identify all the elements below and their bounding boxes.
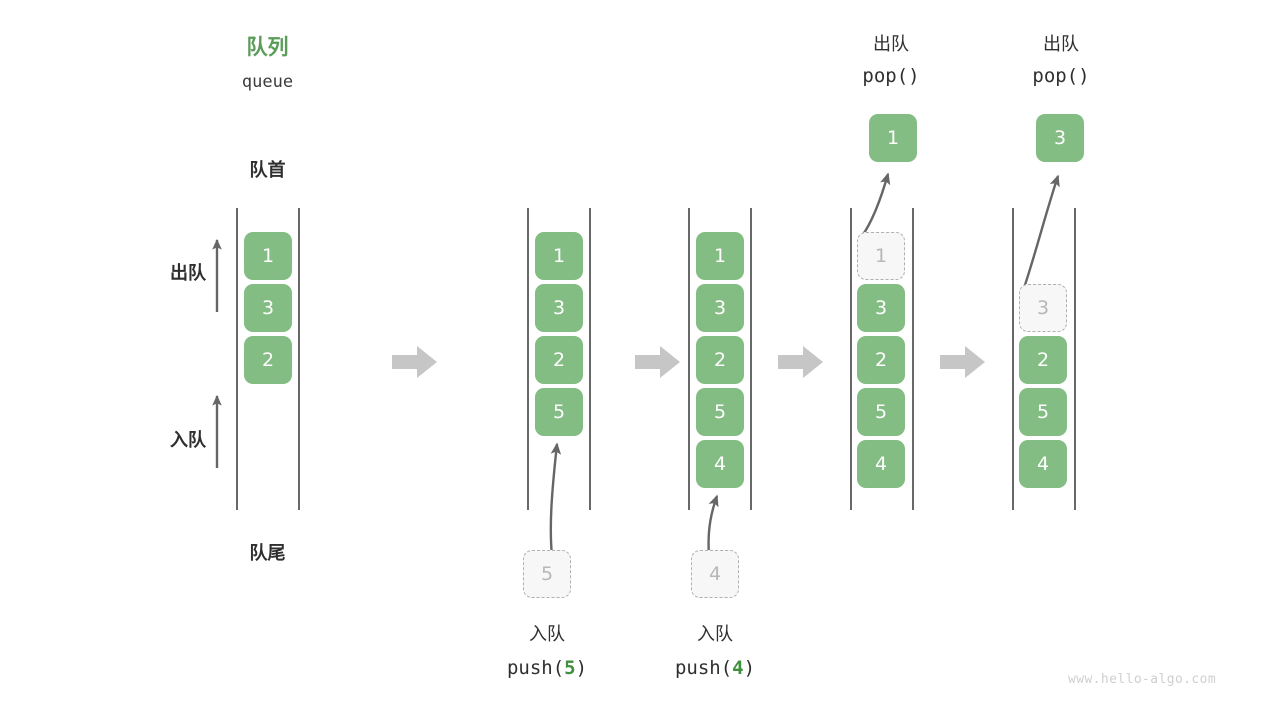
figure-title-cn: 队列 bbox=[246, 35, 289, 59]
queue-cell: 1 bbox=[696, 232, 744, 280]
watermark: www.hello-algo.com bbox=[1068, 672, 1217, 687]
queue-cell: 2 bbox=[857, 336, 905, 384]
front-label: 队首 bbox=[249, 160, 286, 181]
rear-label: 队尾 bbox=[249, 543, 286, 564]
push-code-arg: 4 bbox=[732, 657, 744, 679]
push-label-cn-5: 入队 bbox=[529, 624, 565, 645]
step-arrow-icon bbox=[778, 346, 823, 378]
incoming-element: 5 bbox=[523, 550, 571, 598]
push-4-motion-arrow bbox=[707, 494, 719, 557]
queue-cell: 2 bbox=[535, 336, 583, 384]
queue-cell: 5 bbox=[1019, 388, 1067, 436]
rail-left bbox=[527, 208, 529, 510]
push-5-motion-arrow bbox=[549, 442, 562, 557]
queue-cell: 5 bbox=[696, 388, 744, 436]
rail-right bbox=[589, 208, 591, 510]
pop-header-cn-2: 出队 bbox=[1043, 34, 1079, 55]
queue-cell: 3 bbox=[535, 284, 583, 332]
push-label-code-4: push(4) bbox=[652, 654, 778, 682]
push-code-arg: 5 bbox=[564, 657, 576, 679]
popped-element: 3 bbox=[1036, 114, 1084, 162]
popped-element: 1 bbox=[869, 114, 917, 162]
step-arrow-icon bbox=[392, 346, 437, 378]
pop-header-code-1: pop() bbox=[862, 65, 920, 87]
queue-cell: 5 bbox=[535, 388, 583, 436]
rail-right bbox=[750, 208, 752, 510]
push-code-suffix: ) bbox=[575, 657, 588, 679]
step-arrow-icon bbox=[940, 346, 985, 378]
queue-cell: 1 bbox=[857, 232, 905, 280]
queue-cell: 4 bbox=[857, 440, 905, 488]
queue-cell: 2 bbox=[696, 336, 744, 384]
queue-cell: 2 bbox=[244, 336, 292, 384]
rail-left bbox=[688, 208, 690, 510]
queue-cell: 2 bbox=[1019, 336, 1067, 384]
queue-cell: 3 bbox=[857, 284, 905, 332]
push-label-code-5: push(5) bbox=[484, 654, 610, 682]
rail-left bbox=[236, 208, 238, 510]
rail-right bbox=[298, 208, 300, 510]
push-code-prefix: push( bbox=[674, 657, 733, 679]
rail-left bbox=[1012, 208, 1014, 510]
pop-1-motion-arrow bbox=[861, 172, 891, 237]
queue-cell: 4 bbox=[696, 440, 744, 488]
enqueue-direction-label: 入队 bbox=[170, 430, 206, 451]
dequeue-direction-label: 出队 bbox=[170, 263, 206, 284]
pop-header-cn-1: 出队 bbox=[873, 34, 909, 55]
queue-cell: 1 bbox=[535, 232, 583, 280]
figure-title-en: queue bbox=[241, 72, 294, 92]
pop-3-motion-arrow bbox=[1022, 174, 1060, 289]
step-arrow-icon bbox=[635, 346, 680, 378]
queue-cell: 5 bbox=[857, 388, 905, 436]
queue-cell: 4 bbox=[1019, 440, 1067, 488]
queue-cell: 3 bbox=[696, 284, 744, 332]
push-code-suffix: ) bbox=[743, 657, 756, 679]
rail-right bbox=[912, 208, 914, 510]
rail-right bbox=[1074, 208, 1076, 510]
queue-cell: 1 bbox=[244, 232, 292, 280]
push-code-prefix: push( bbox=[506, 657, 565, 679]
incoming-element: 4 bbox=[691, 550, 739, 598]
queue-cell: 3 bbox=[244, 284, 292, 332]
push-label-cn-4: 入队 bbox=[697, 624, 733, 645]
queue-cell: 3 bbox=[1019, 284, 1067, 332]
rail-left bbox=[850, 208, 852, 510]
pop-header-code-2: pop() bbox=[1032, 65, 1090, 87]
